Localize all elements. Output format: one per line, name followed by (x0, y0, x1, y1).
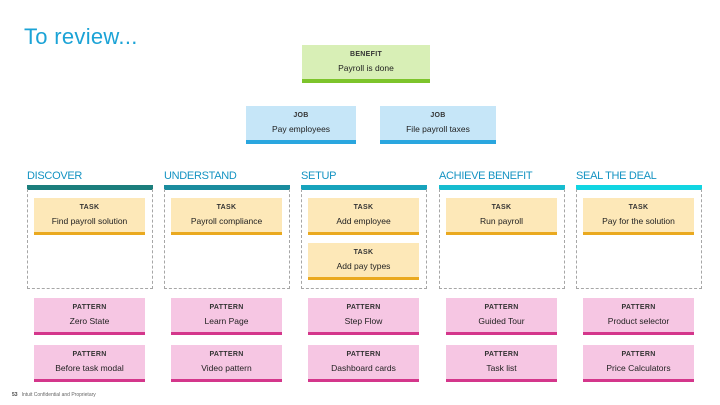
confidentiality-note: Intuit Confidential and Proprietary (21, 392, 96, 398)
phase-bar (439, 185, 565, 190)
phase-bar (164, 185, 290, 190)
pattern-card-product-selector: PATTERN Product selector (583, 298, 694, 335)
pattern-card-price-calculators: PATTERN Price Calculators (583, 345, 694, 382)
pattern-card-task-list: PATTERN Task list (446, 345, 557, 382)
pattern-label: PATTERN (621, 304, 656, 312)
phase-container-understand (164, 189, 290, 289)
phase-bar (301, 185, 427, 190)
pattern-card-dashboard-cards: PATTERN Dashboard cards (308, 345, 419, 382)
phase-seal-the-deal: SEAL THE DEAL (576, 170, 702, 190)
phase-discover: DISCOVER (27, 170, 153, 190)
task-text: Add pay types (336, 260, 391, 271)
phase-bar (27, 185, 153, 190)
phase-container-discover (27, 189, 153, 289)
phase-container-seal-the-deal (576, 189, 702, 289)
pattern-card-zero-state: PATTERN Zero State (34, 298, 145, 335)
task-text: Run payroll (480, 215, 523, 226)
benefit-card: BENEFIT Payroll is done (302, 45, 430, 83)
task-card-find-payroll-solution: TASK Find payroll solution (34, 198, 145, 235)
phase-name: DISCOVER (27, 170, 83, 182)
pattern-text: Video pattern (201, 362, 252, 373)
benefit-label: BENEFIT (349, 51, 383, 59)
pattern-card-learn-page: PATTERN Learn Page (171, 298, 282, 335)
task-text: Find payroll solution (51, 215, 128, 226)
job-card-file-payroll-taxes: JOB File payroll taxes (380, 106, 496, 144)
task-card-pay-for-the-solution: TASK Pay for the solution (583, 198, 694, 235)
pattern-text: Dashboard cards (331, 362, 396, 373)
pattern-card-video-pattern: PATTERN Video pattern (171, 345, 282, 382)
task-card-payroll-compliance: TASK Payroll compliance (171, 198, 282, 235)
phase-setup: SETUP (301, 170, 427, 190)
pattern-label: PATTERN (346, 351, 381, 359)
pattern-label: PATTERN (72, 304, 107, 312)
task-label: TASK (491, 204, 512, 212)
job-card-pay-employees: JOB Pay employees (246, 106, 356, 144)
task-card-add-employee: TASK Add employee (308, 198, 419, 235)
pattern-text: Price Calculators (606, 362, 671, 373)
job-label: JOB (430, 112, 446, 120)
task-label: TASK (353, 249, 374, 257)
task-card-add-pay-types: TASK Add pay types (308, 243, 419, 280)
phase-container-setup (301, 189, 427, 289)
pattern-text: Task list (486, 362, 517, 373)
pattern-label: PATTERN (209, 304, 244, 312)
pattern-card-guided-tour: PATTERN Guided Tour (446, 298, 557, 335)
phase-name: ACHIEVE BENEFIT (439, 170, 533, 182)
task-text: Payroll compliance (190, 215, 263, 226)
phase-bar (576, 185, 702, 190)
benefit-text: Payroll is done (338, 62, 394, 73)
pattern-text: Before task modal (55, 362, 124, 373)
pattern-text: Zero State (69, 315, 110, 326)
slide-title: To review... (24, 24, 138, 49)
pattern-text: Learn Page (204, 315, 249, 326)
phase-container-achieve-benefit (439, 189, 565, 289)
pattern-label: PATTERN (484, 351, 519, 359)
task-label: TASK (628, 204, 649, 212)
phase-understand: UNDERSTAND (164, 170, 290, 190)
pattern-card-step-flow: PATTERN Step Flow (308, 298, 419, 335)
task-label: TASK (353, 204, 374, 212)
pattern-text: Step Flow (344, 315, 383, 326)
pattern-label: PATTERN (346, 304, 381, 312)
pattern-text: Product selector (607, 315, 670, 326)
pattern-label: PATTERN (72, 351, 107, 359)
pattern-label: PATTERN (484, 304, 519, 312)
task-card-run-payroll: TASK Run payroll (446, 198, 557, 235)
phase-name: UNDERSTAND (164, 170, 237, 182)
job-text: File payroll taxes (406, 123, 470, 134)
pattern-card-before-task-modal: PATTERN Before task modal (34, 345, 145, 382)
pattern-label: PATTERN (621, 351, 656, 359)
job-label: JOB (293, 112, 309, 120)
phase-name: SEAL THE DEAL (576, 170, 657, 182)
task-text: Pay for the solution (602, 215, 675, 226)
job-text: Pay employees (271, 123, 331, 134)
task-label: TASK (79, 204, 100, 212)
page-number: 53 (12, 392, 18, 398)
task-label: TASK (216, 204, 237, 212)
pattern-label: PATTERN (209, 351, 244, 359)
task-text: Add employee (336, 215, 391, 226)
phase-achieve-benefit: ACHIEVE BENEFIT (439, 170, 565, 190)
phase-name: SETUP (301, 170, 337, 182)
pattern-text: Guided Tour (478, 315, 525, 326)
